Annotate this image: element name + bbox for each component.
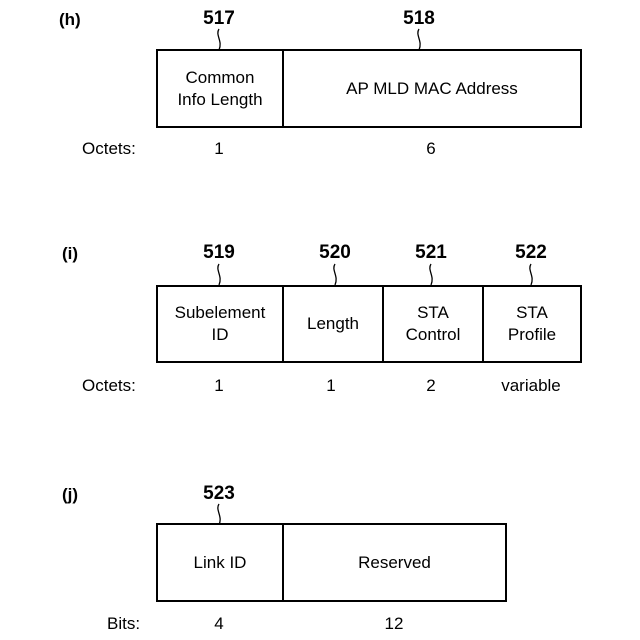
frame-i: Subelement ID Length STA Control STA Pro… (156, 285, 582, 363)
frame-j: Link ID Reserved (156, 523, 507, 602)
unit-label-i: Octets: (82, 376, 136, 396)
frame-h: Common Info Length AP MLD MAC Address (156, 49, 582, 128)
leader-521 (424, 264, 438, 286)
size-sta-control: 2 (381, 376, 481, 396)
size-link-id: 4 (169, 614, 269, 634)
size-sta-profile: variable (481, 376, 581, 396)
leader-522 (524, 264, 538, 286)
leader-518 (412, 29, 426, 51)
leader-519 (212, 264, 226, 286)
size-reserved: 12 (344, 614, 444, 634)
panel-label-i: (i) (62, 244, 78, 264)
size-common-info-length: 1 (169, 139, 269, 159)
unit-label-j: Bits: (107, 614, 140, 634)
ref-523: 523 (189, 483, 249, 505)
field-length: Length (282, 287, 382, 361)
ref-522: 522 (501, 242, 561, 264)
field-sta-control: STA Control (382, 287, 482, 361)
ref-517: 517 (189, 8, 249, 30)
field-ap-mld-mac-address: AP MLD MAC Address (282, 51, 580, 126)
ref-519: 519 (189, 242, 249, 264)
size-subelement-id: 1 (169, 376, 269, 396)
field-reserved: Reserved (282, 525, 505, 600)
size-ap-mld-mac-address: 6 (381, 139, 481, 159)
panel-label-j: (j) (62, 485, 78, 505)
field-common-info-length: Common Info Length (158, 51, 282, 126)
unit-label-h: Octets: (82, 139, 136, 159)
size-length: 1 (281, 376, 381, 396)
field-subelement-id: Subelement ID (158, 287, 282, 361)
leader-517 (212, 29, 226, 51)
ref-520: 520 (305, 242, 365, 264)
field-link-id: Link ID (158, 525, 282, 600)
field-sta-profile: STA Profile (482, 287, 580, 361)
panel-label-h: (h) (59, 10, 81, 30)
leader-520 (328, 264, 342, 286)
ref-521: 521 (401, 242, 461, 264)
ref-518: 518 (389, 8, 449, 30)
